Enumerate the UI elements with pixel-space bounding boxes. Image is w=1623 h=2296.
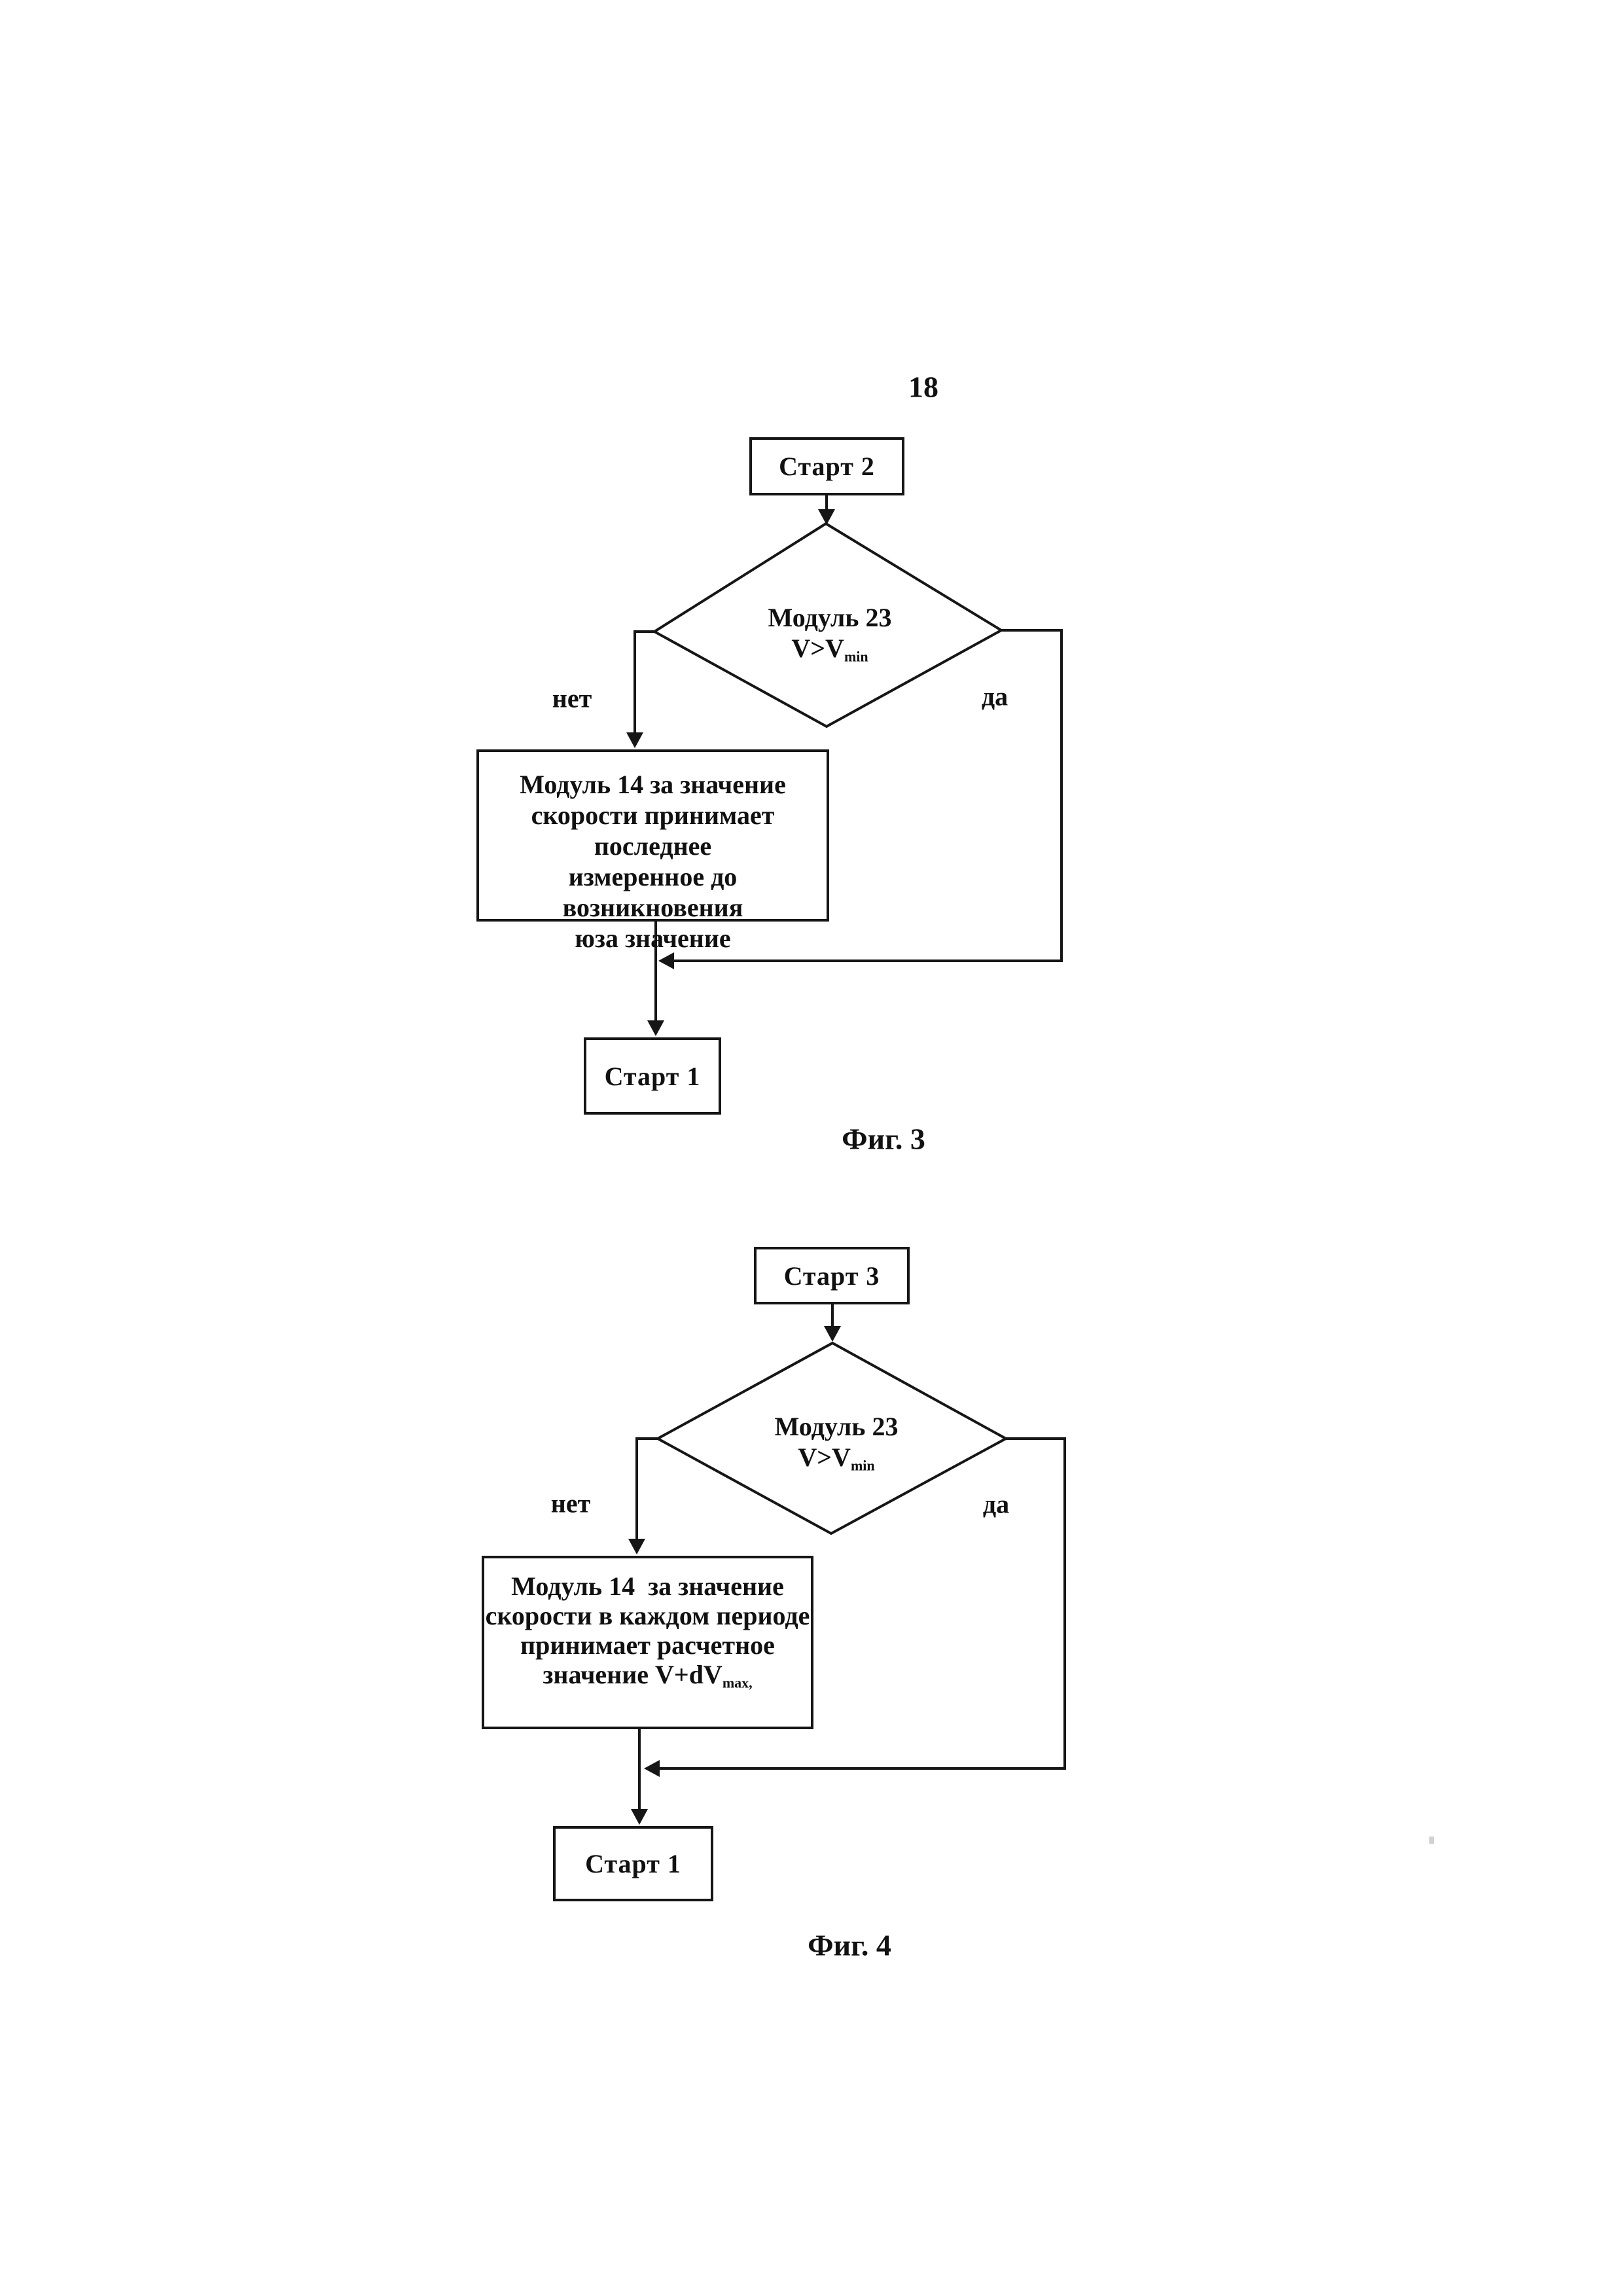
fig3-start1-label: Старт 1 xyxy=(604,1061,701,1091)
fig3-end-arrowhead-icon xyxy=(647,1020,664,1036)
fig3-start2-box: Старт 2 xyxy=(749,437,904,495)
fig3-process-line3: измеренное до возникновения xyxy=(562,862,744,922)
fig4-process-line1: Модуль 14 за значение xyxy=(511,1571,784,1601)
fig4-junction-arrowhead-icon xyxy=(644,1760,660,1777)
fig4-process-line4-subscript: max, xyxy=(722,1674,753,1691)
scan-speck-artifact xyxy=(1429,1837,1434,1844)
fig4-branch-yes-label: да xyxy=(982,1489,1010,1519)
fig4-branch-no-label: нет xyxy=(550,1488,591,1518)
fig4-no-branch-line xyxy=(635,1437,658,1539)
fig3-branch-yes-label: да xyxy=(981,681,1008,711)
fig4-start3-label: Старт 3 xyxy=(783,1261,880,1291)
fig3-decision-title: Модуль 23 xyxy=(768,603,892,632)
fig4-caption: Фиг. 4 xyxy=(808,1928,891,1962)
fig4-decision-label: Модуль 23 V>Vmin xyxy=(775,1411,899,1481)
fig4-decision-title: Модуль 23 xyxy=(774,1412,899,1441)
fig3-start-connector-arrowhead-icon xyxy=(818,509,835,525)
fig4-end-arrowhead-icon xyxy=(631,1809,648,1825)
fig4-process-line3: принимает расчетное xyxy=(520,1630,775,1660)
fig4-start1-box: Старт 1 xyxy=(553,1826,713,1901)
page-number: 18 xyxy=(908,370,938,404)
fig4-yes-branch-line xyxy=(660,1437,1066,1770)
fig3-decision-label: Модуль 23 V>Vmin xyxy=(768,602,892,672)
fig4-decision-condition: V>Vmin xyxy=(798,1443,875,1474)
fig3-decision-diamond xyxy=(652,522,1004,728)
fig4-start-connector-arrowhead-icon xyxy=(824,1326,841,1342)
fig3-caption: Фиг. 3 xyxy=(842,1122,925,1156)
fig4-process-line2: скорости в каждом периоде xyxy=(485,1601,810,1630)
fig3-decision-condition: V>Vmin xyxy=(791,634,868,665)
fig4-start3-box: Старт 3 xyxy=(754,1247,910,1304)
fig3-no-branch-line xyxy=(633,630,654,732)
fig3-yes-branch-line xyxy=(674,629,1063,962)
fig3-process-line1: Модуль 14 за значение xyxy=(520,770,786,799)
fig4-no-branch-arrowhead-icon xyxy=(628,1539,645,1554)
fig3-process-line2: скорости принимает последнее xyxy=(531,800,781,861)
fig3-decision-condition-subscript: min xyxy=(844,648,868,665)
fig3-process-line4: юза значение xyxy=(575,924,731,953)
fig4-process-box: Модуль 14 за значение скорости в каждом … xyxy=(482,1556,813,1729)
fig3-branch-no-label: нет xyxy=(552,683,592,713)
fig3-start2-label: Старт 2 xyxy=(779,452,875,481)
fig3-process-box: Модуль 14 за значение скорости принимает… xyxy=(476,749,829,953)
fig3-junction-arrowhead-icon xyxy=(658,952,674,969)
fig4-decision-condition-subscript: min xyxy=(850,1457,875,1474)
fig3-no-branch-arrowhead-icon xyxy=(626,732,643,748)
fig3-start1-box: Старт 1 xyxy=(584,1037,721,1115)
fig4-decision-diamond xyxy=(654,1341,1009,1535)
fig4-start1-label: Старт 1 xyxy=(585,1849,681,1878)
fig4-process-line4: значение V+dVmax, xyxy=(543,1660,753,1691)
